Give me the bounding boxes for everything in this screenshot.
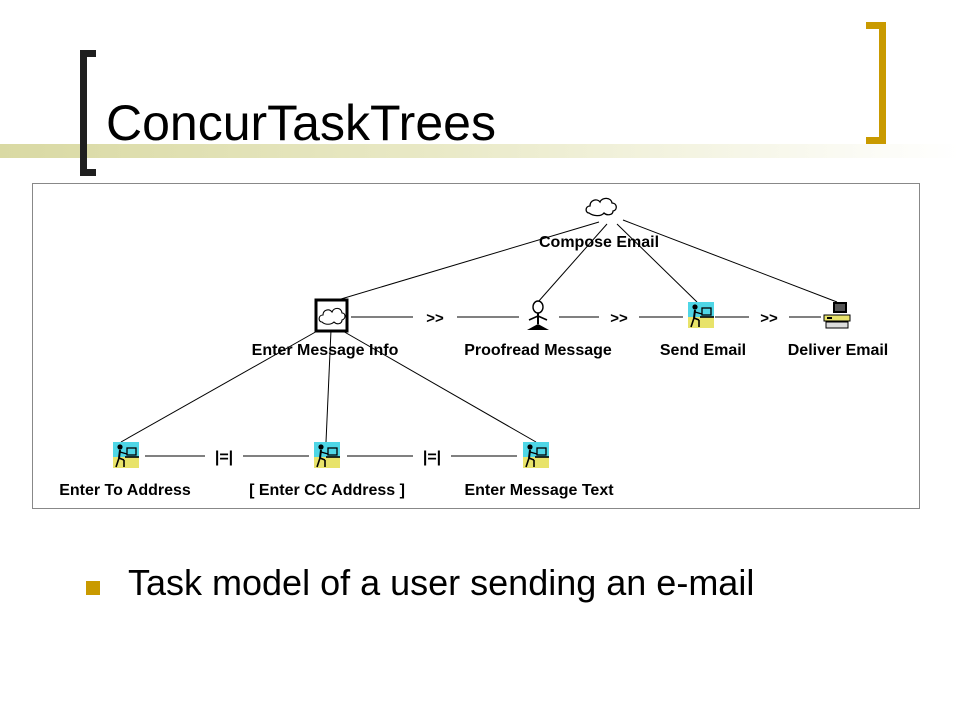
user-at-desk-icon [313,441,341,469]
user-at-desk-icon [687,301,715,329]
child-edges [120,329,537,443]
cloud-box-icon [314,298,349,333]
operator-order-independence-2: |=| [423,449,441,466]
node-label-level1-2: Proofread Message [464,342,612,359]
edge-root-proofread [537,223,608,303]
edge-root-send [616,223,698,303]
edge-info-cc-address [325,329,332,443]
operator-order-independence-1: |=| [215,449,233,466]
edge-root-deliver [622,219,838,303]
computer-icon [823,302,851,329]
root-edges [330,219,838,303]
title-underline-bar [0,144,960,158]
node-label-level2-2: [ Enter CC Address ] [249,482,405,499]
cloud-icon [585,197,617,217]
user-at-desk-icon [522,441,550,469]
operator-enabling-3: >> [760,310,778,327]
node-label-level1-3: Send Email [660,342,746,359]
node-label-level1-1: Enter Message Info [252,342,399,359]
operator-enabling-1: >> [426,310,444,327]
node-label-level2-1: Enter To Address [59,482,191,499]
slide-title: ConcurTaskTrees [106,95,496,151]
left-bracket-decoration [80,50,96,176]
node-label-level1-4: Deliver Email [788,342,889,359]
edge-info-message-text [340,329,537,443]
user-at-desk-icon [112,441,140,469]
right-bracket-decoration [866,22,886,144]
edge-info-to-address [120,329,320,443]
node-label-level2-3: Enter Message Text [464,482,614,499]
bullet-text: Task model of a user sending an e-mail [128,562,755,603]
task-tree-diagram: Compose Email Enter Message Info Proofre… [32,183,920,509]
edge-root-enter-message-info [330,221,600,303]
bullet-marker [86,581,100,595]
person-icon [527,300,549,330]
operator-enabling-2: >> [610,310,628,327]
node-label-root: Compose Email [539,234,659,251]
